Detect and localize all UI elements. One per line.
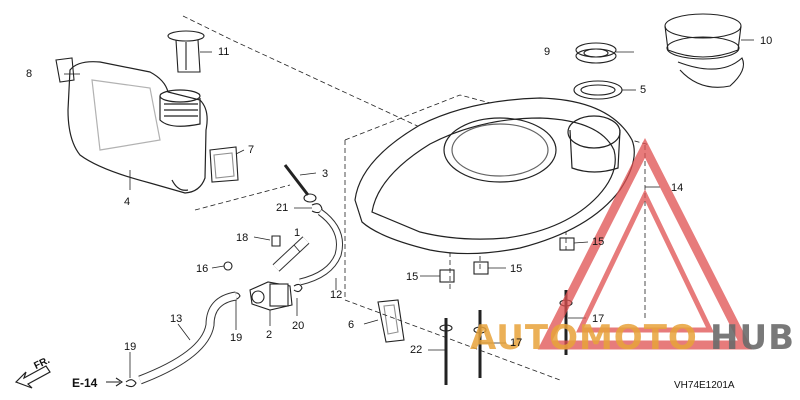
part-22-stud	[439, 318, 453, 385]
callout-15-right: 15	[592, 236, 605, 248]
reference-label: E-14	[72, 376, 98, 390]
callout-13: 13	[170, 313, 183, 325]
callout-9: 9	[544, 46, 551, 58]
part-9-seal	[575, 42, 617, 64]
part-11-strainer	[167, 30, 205, 73]
part-10-fuel-cap	[664, 13, 745, 88]
callout-1: 1	[294, 227, 301, 239]
part-8-clip	[55, 57, 75, 83]
part-6-clip	[377, 299, 405, 343]
callout-7: 7	[248, 144, 255, 156]
callout-18: 18	[236, 232, 249, 244]
leader-lines	[64, 39, 754, 378]
fuel-tank	[67, 61, 208, 194]
callout-5: 5	[640, 84, 647, 96]
callout-2: 2	[266, 329, 273, 341]
part-7-cushion	[209, 146, 239, 183]
part-15-grommet-right	[559, 237, 575, 251]
callout-15-left: 15	[406, 271, 419, 283]
callout-19-lower: 19	[124, 341, 137, 353]
callout-17-center: 17	[510, 337, 523, 349]
part-3-bolt	[283, 164, 317, 203]
front-arrow	[14, 365, 51, 389]
callout-3: 3	[322, 168, 329, 180]
part-15-grommet-left	[439, 269, 455, 283]
callout-4: 4	[124, 196, 131, 208]
callout-16: 16	[196, 263, 209, 275]
callout-20: 20	[292, 320, 305, 332]
part-5-gasket	[573, 80, 623, 100]
tank-cover	[354, 97, 635, 255]
callout-12: 12	[330, 289, 343, 301]
part-1-hose	[272, 236, 310, 272]
callout-22: 22	[410, 344, 423, 356]
callout-15-center: 15	[510, 263, 523, 275]
reference-arrow	[106, 377, 123, 387]
callout-21: 21	[276, 202, 289, 214]
part-18-bolt	[271, 235, 281, 247]
part-17-stud-center	[473, 310, 487, 378]
callout-17-right: 17	[592, 313, 605, 325]
part-2-fuel-cock	[249, 281, 293, 311]
watermark-text-secondary: HUB	[710, 318, 795, 358]
callout-14: 14	[671, 182, 684, 194]
callout-10: 10	[760, 35, 773, 47]
part-20-clip	[293, 283, 303, 293]
part-21-clip	[311, 203, 323, 214]
callout-8: 8	[26, 68, 33, 80]
callout-6: 6	[348, 319, 355, 331]
drawing-code: VH74E1201A	[674, 380, 735, 391]
watermark-logo	[537, 138, 753, 350]
part-16-nut	[223, 261, 233, 271]
part-15-grommet-center	[473, 261, 489, 275]
callout-11: 11	[218, 46, 230, 58]
part-19-clip-b	[125, 379, 137, 388]
watermark-text-primary: AUTOMOTO	[470, 318, 698, 358]
callout-19-upper: 19	[230, 332, 243, 344]
